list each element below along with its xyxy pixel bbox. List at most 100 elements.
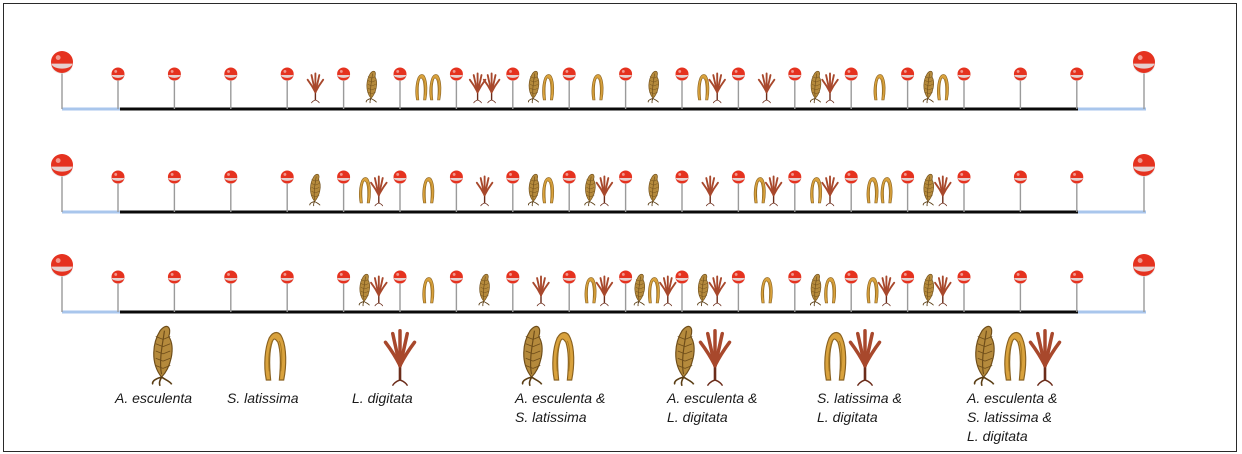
- line-buoy: [563, 68, 576, 110]
- end-buoy-left: [51, 154, 73, 212]
- line-buoy: [901, 68, 914, 110]
- l-digitata-icon: [766, 176, 782, 206]
- s-latissima-icon: [543, 74, 554, 100]
- longline-3: [51, 254, 1155, 312]
- line-buoy: [168, 171, 181, 213]
- a-esculenta-icon: [310, 174, 320, 206]
- line-buoy: [958, 68, 971, 110]
- line-buoy: [337, 68, 350, 110]
- l-digitata-icon: [702, 176, 718, 206]
- line-buoy: [676, 271, 689, 313]
- line-buoy: [619, 271, 632, 313]
- l-digitata-icon: [308, 73, 324, 103]
- s-latissima-icon: [423, 277, 434, 303]
- l-digitata-icon: [597, 276, 613, 306]
- line-buoy: [112, 171, 125, 213]
- s-latissima-icon: [416, 74, 427, 100]
- line-buoy: [281, 171, 294, 213]
- s-latissima-icon: [937, 74, 948, 100]
- s-latissima-icon: [867, 177, 878, 203]
- line-buoy: [394, 271, 407, 313]
- end-buoy-right: [1133, 51, 1155, 109]
- line-buoy: [112, 68, 125, 110]
- line-buoy: [901, 171, 914, 213]
- l-digitata-icon: [709, 276, 725, 306]
- line-buoy: [788, 271, 801, 313]
- l-digitata-icon: [597, 176, 613, 206]
- line-buoy: [676, 171, 689, 213]
- a-esculenta-icon: [585, 174, 595, 206]
- line-buoy: [732, 68, 745, 110]
- line-buoy: [1070, 271, 1083, 313]
- s-latissima-icon: [825, 277, 836, 303]
- line-buoy: [1070, 171, 1083, 213]
- s-latissima-icon: [754, 177, 765, 203]
- line-buoy: [394, 171, 407, 213]
- s-latissima-icon: [874, 74, 885, 100]
- a-esculenta-icon: [648, 174, 658, 206]
- line-buoy: [563, 271, 576, 313]
- line-buoy: [958, 171, 971, 213]
- a-esculenta-icon: [359, 274, 369, 306]
- s-latissima-icon: [648, 277, 659, 303]
- l-digitata-icon: [709, 73, 725, 103]
- s-latissima-icon: [698, 74, 709, 100]
- s-latissima-icon: [761, 277, 772, 303]
- line-buoy: [788, 171, 801, 213]
- line-buoy: [901, 271, 914, 313]
- end-buoy-left: [51, 254, 73, 312]
- l-digitata-icon: [935, 176, 951, 206]
- line-buoy: [112, 271, 125, 313]
- a-esculenta-icon: [810, 274, 820, 306]
- line-buoy: [958, 271, 971, 313]
- a-esculenta-icon: [528, 174, 538, 206]
- a-esculenta-icon: [366, 71, 376, 103]
- l-digitata-icon: [371, 276, 387, 306]
- a-esculenta-icon: [923, 71, 933, 103]
- line-buoy: [224, 271, 237, 313]
- line-buoy: [619, 68, 632, 110]
- line-buoy: [845, 271, 858, 313]
- l-digitata-icon: [935, 276, 951, 306]
- line-buoy: [168, 68, 181, 110]
- line-buoy: [1014, 171, 1027, 213]
- line-buoy: [337, 171, 350, 213]
- end-buoy-right: [1133, 154, 1155, 212]
- l-digitata-icon: [371, 176, 387, 206]
- a-esculenta-icon: [698, 274, 708, 306]
- line-buoy: [845, 171, 858, 213]
- line-buoy: [1014, 271, 1027, 313]
- a-esculenta-icon: [648, 71, 658, 103]
- line-buoy: [337, 271, 350, 313]
- line-buoy: [506, 171, 519, 213]
- line-buoy: [450, 171, 463, 213]
- line-buoy: [224, 68, 237, 110]
- l-digitata-icon: [879, 276, 895, 306]
- end-buoy-right: [1133, 254, 1155, 312]
- line-buoy: [732, 271, 745, 313]
- a-esculenta-icon: [810, 71, 820, 103]
- end-buoy-left: [51, 51, 73, 109]
- s-latissima-icon: [585, 277, 596, 303]
- line-buoy: [732, 171, 745, 213]
- l-digitata-icon: [470, 73, 486, 103]
- line-buoy: [563, 171, 576, 213]
- line-buoy: [224, 171, 237, 213]
- s-latissima-icon: [867, 277, 878, 303]
- line-buoy: [788, 68, 801, 110]
- a-esculenta-icon: [923, 274, 933, 306]
- line-buoy: [676, 68, 689, 110]
- line-buoy: [506, 68, 519, 110]
- a-esculenta-icon: [528, 71, 538, 103]
- s-latissima-icon: [430, 74, 441, 100]
- line-buoy: [168, 271, 181, 313]
- line-buoy: [450, 68, 463, 110]
- l-digitata-icon: [484, 73, 500, 103]
- s-latissima-icon: [881, 177, 892, 203]
- a-esculenta-icon: [923, 174, 933, 206]
- line-buoy: [394, 68, 407, 110]
- l-digitata-icon: [759, 73, 775, 103]
- s-latissima-icon: [811, 177, 822, 203]
- s-latissima-icon: [592, 74, 603, 100]
